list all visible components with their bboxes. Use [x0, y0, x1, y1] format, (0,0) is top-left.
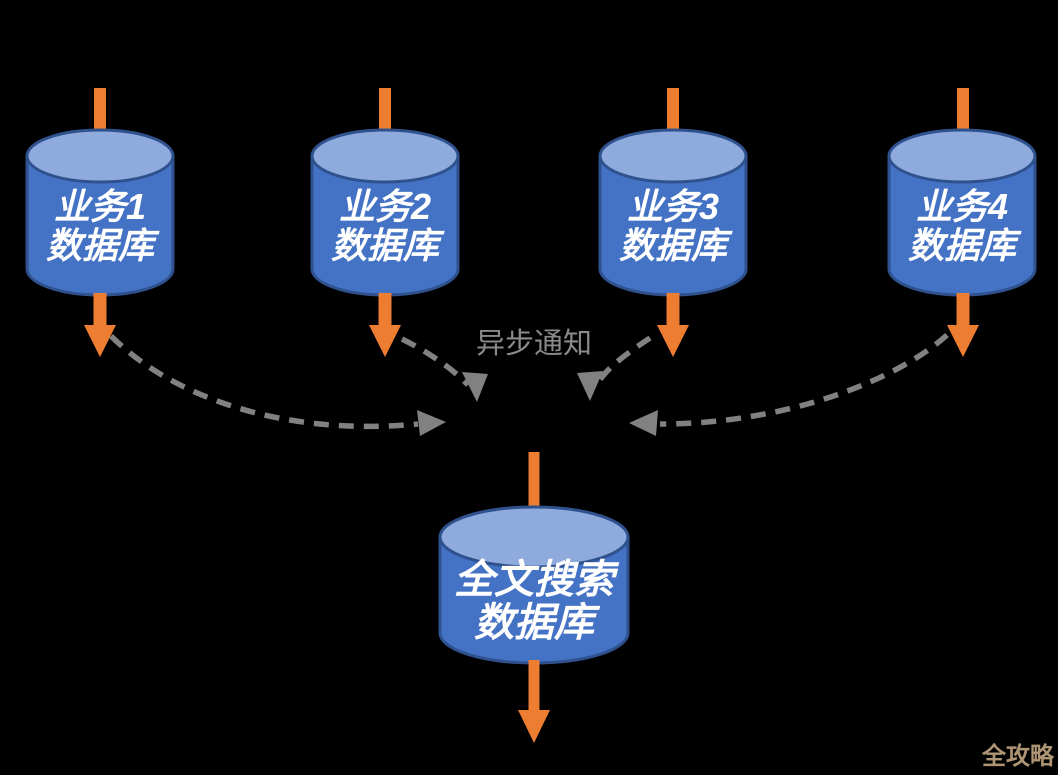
source-db-4-label-line2: 数据库 — [908, 225, 1022, 266]
cylinder-top — [310, 128, 460, 184]
outflow-arrow-db4 — [947, 293, 979, 357]
async-notify-label: 异步通知 — [476, 327, 592, 360]
target-db-label-line1: 全文搜索 — [454, 558, 620, 602]
source-db-2-label-line2: 数据库 — [331, 225, 445, 266]
cylinder-top — [598, 128, 748, 184]
source-db-4-label-line1: 业务4 — [916, 186, 1008, 227]
outflow-arrow-target-db — [518, 660, 550, 743]
async-curve-db4 — [629, 332, 949, 436]
source-db-1-label-line1: 业务1 — [54, 186, 146, 227]
source-db-2-label-line1: 业务2 — [339, 186, 431, 227]
source-db-1-label-line2: 数据库 — [46, 225, 160, 266]
cylinder-top — [887, 128, 1037, 184]
target-db-cylinder: 全文搜索 数据库 — [438, 505, 630, 665]
inflow-arrow-target-db — [528, 452, 540, 554]
cylinder-top — [438, 505, 630, 569]
watermark-text: 全攻略 — [981, 742, 1055, 770]
outflow-arrow-db2 — [369, 293, 401, 357]
target-db-label-line2: 数据库 — [474, 601, 601, 645]
source-db-4-cylinder: 业务4 数据库 — [887, 128, 1037, 297]
cylinder-top — [25, 128, 175, 184]
async-curve-db2 — [400, 336, 488, 402]
source-db-3-cylinder: 业务3 数据库 — [598, 128, 748, 297]
async-curve-db1 — [109, 334, 446, 436]
async-curve-db3 — [577, 335, 652, 401]
source-db-2-cylinder: 业务2 数据库 — [310, 128, 460, 297]
source-db-3-label-line1: 业务3 — [627, 186, 719, 227]
source-db-3-label-line2: 数据库 — [619, 225, 733, 266]
outflow-arrow-db1 — [84, 293, 116, 357]
outflow-arrow-db3 — [657, 293, 689, 357]
source-db-1-cylinder: 业务1 数据库 — [25, 128, 175, 297]
